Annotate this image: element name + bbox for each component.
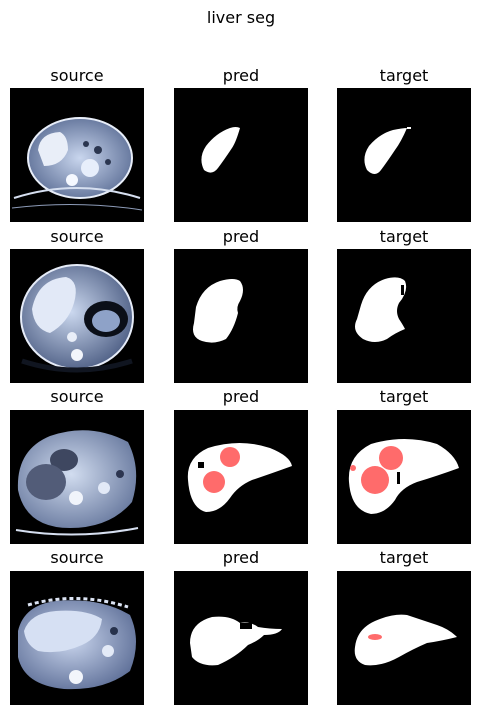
target-mask-2 xyxy=(337,249,471,383)
panel-title-source-4: source xyxy=(50,548,104,567)
source-image-2 xyxy=(10,249,144,383)
panel-title-source-2: source xyxy=(50,227,104,246)
pred-mask-1 xyxy=(174,88,308,222)
panel-title-target-2: target xyxy=(379,227,429,246)
panel-title-source-3: source xyxy=(50,387,104,406)
target-mask-4 xyxy=(337,571,471,705)
pred-mask-2 xyxy=(174,249,308,383)
source-image-1 xyxy=(10,88,144,222)
panel-title-target-1: target xyxy=(379,66,429,85)
figure-title: liver seg xyxy=(206,8,276,27)
target-mask-1 xyxy=(337,88,471,222)
target-mask-3 xyxy=(337,410,471,544)
panel-title-pred-3: pred xyxy=(222,387,260,406)
panel-title-pred-2: pred xyxy=(222,227,260,246)
panel-title-pred-4: pred xyxy=(222,548,260,567)
source-image-4 xyxy=(10,571,144,705)
pred-mask-4 xyxy=(174,571,308,705)
panel-title-source-1: source xyxy=(50,66,104,85)
source-image-3 xyxy=(10,410,144,544)
panel-title-target-4: target xyxy=(379,548,429,567)
panel-title-target-3: target xyxy=(379,387,429,406)
panel-title-pred-1: pred xyxy=(222,66,260,85)
pred-mask-3 xyxy=(174,410,308,544)
